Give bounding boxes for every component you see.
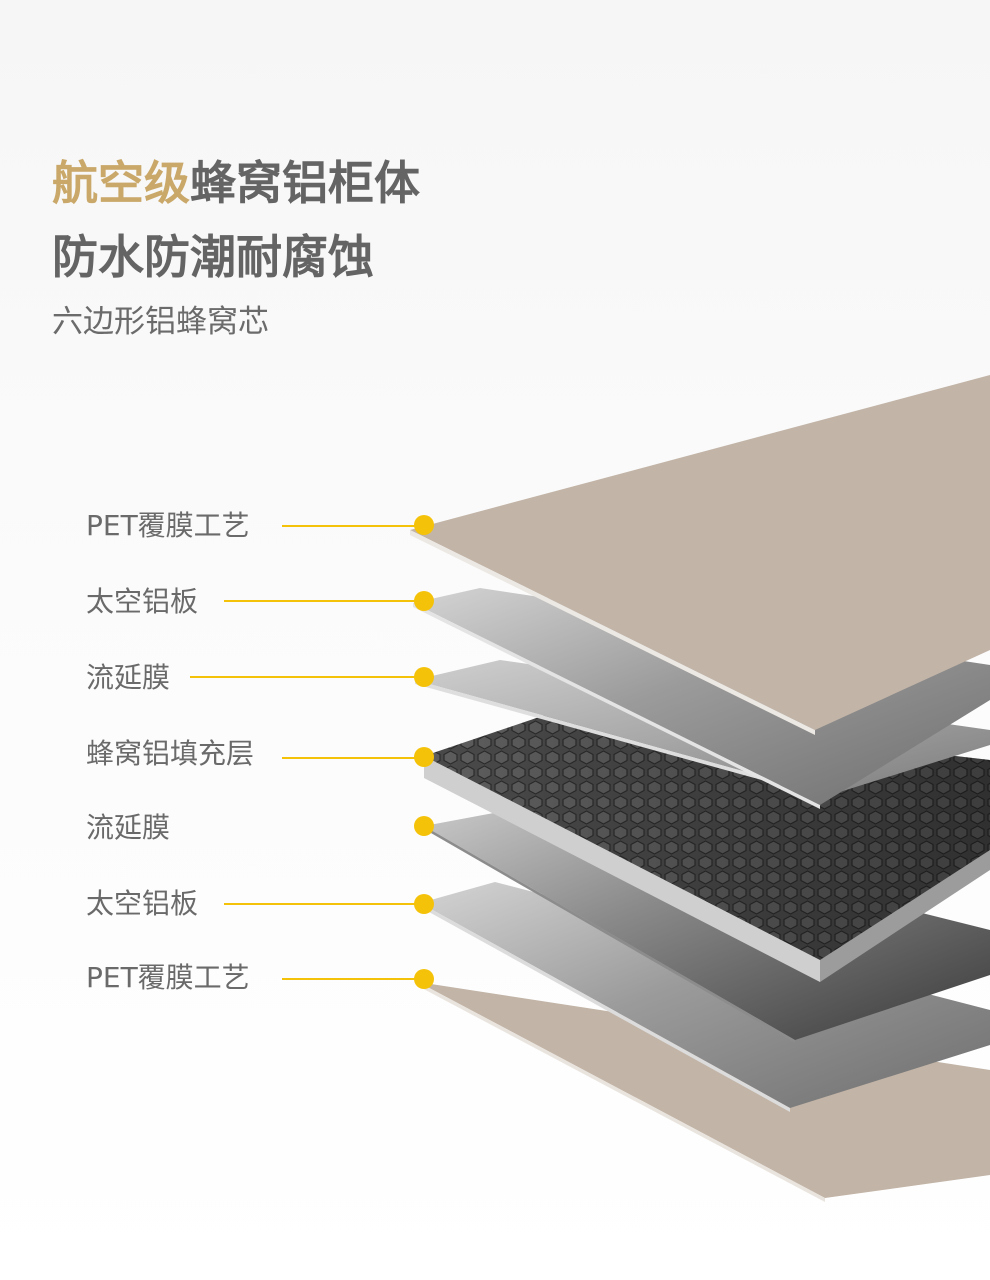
aluminum-sheet-top <box>413 588 990 809</box>
layer-label-pet-film-bottom: PET覆膜工艺 <box>86 961 250 994</box>
marker-dot <box>414 667 434 687</box>
marker-dot <box>414 816 434 836</box>
layer-label-honeycomb: 蜂窝铝填充层 <box>86 737 255 770</box>
layer-label-pet-film-top: PET覆膜工艺 <box>86 509 250 542</box>
headline-accent: 航空级 <box>52 156 190 210</box>
leader-line <box>190 676 424 678</box>
headline-line2: 防水防潮耐腐蚀 <box>52 230 374 284</box>
pet-film-top-sheet <box>410 375 990 735</box>
marker-dot <box>414 969 434 989</box>
layer-label-cast-film-top: 流延膜 <box>86 661 171 694</box>
leader-line <box>282 757 424 759</box>
leader-line <box>224 903 424 905</box>
headline-rest: 蜂窝铝柜体 <box>190 156 420 210</box>
subline: 六边形铝蜂窝芯 <box>52 304 269 340</box>
layer-label-aluminum-top: 太空铝板 <box>86 585 199 618</box>
marker-dot <box>414 591 434 611</box>
headline-line1: 航空级蜂窝铝柜体 <box>52 148 420 218</box>
pet-film-bottom-sheet <box>418 982 990 1202</box>
marker-dot <box>414 515 434 535</box>
leader-line <box>282 978 424 980</box>
marker-dot <box>414 747 434 767</box>
aluminum-sheet-bottom <box>420 882 990 1112</box>
layer-label-cast-film-bottom: 流延膜 <box>86 811 171 844</box>
leader-line <box>224 600 424 602</box>
cast-film-bottom-sheet <box>424 810 990 1043</box>
marker-dot <box>414 894 434 914</box>
leader-line <box>282 525 424 527</box>
layer-label-aluminum-bottom: 太空铝板 <box>86 887 199 920</box>
